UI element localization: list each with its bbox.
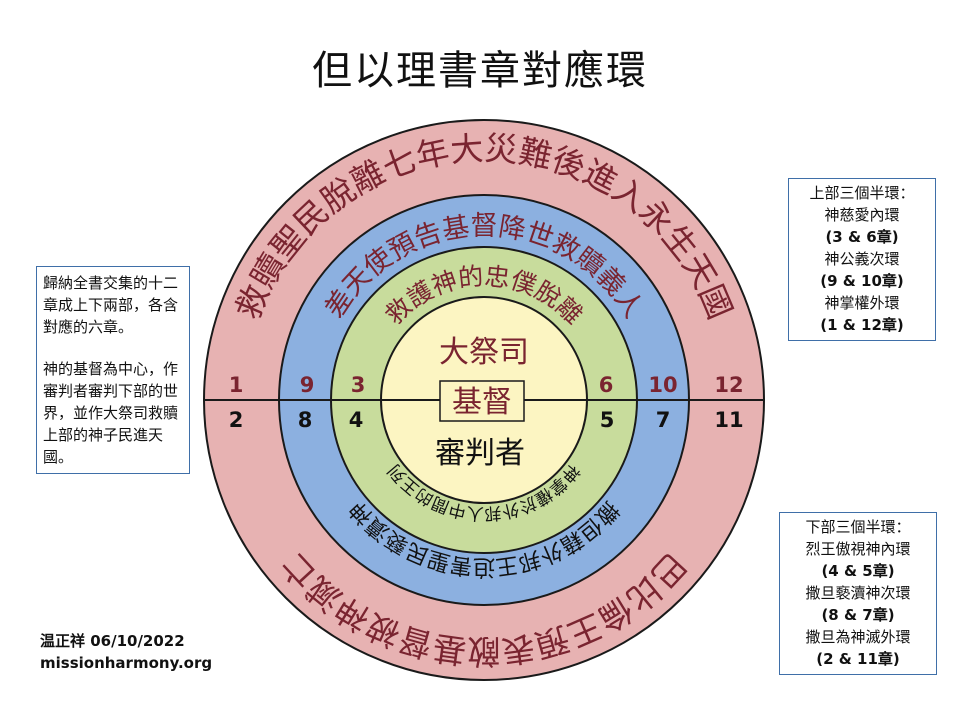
- upper-inner-ring-chapters: (3 & 6章): [825, 228, 899, 246]
- center-label-box: [439, 380, 525, 422]
- lower-outer-ring-chapters: (2 & 11章): [816, 650, 900, 668]
- author-name-date: 温正祥 06/10/2022: [40, 632, 185, 650]
- chapter-top-2: 9: [300, 373, 315, 397]
- center-top-text: 大祭司: [439, 335, 529, 370]
- lower-inner-ring-chapters: (4 & 5章): [821, 562, 895, 580]
- chapter-top-4: 6: [599, 373, 614, 397]
- page-title: 但以理書章對應環: [312, 48, 648, 94]
- upper-inner-ring-label: 神慈愛內環: [824, 206, 900, 224]
- summary-paragraph-1: 歸納全書交集的十二章成上下兩部，各含對應的六章。: [43, 274, 179, 336]
- upper-rings-box: 上部三個半環： 神慈愛內環 (3 & 6章) 神公義次環 (9 & 10章) 神…: [788, 178, 936, 341]
- lower-rings-header: 下部三個半環：: [805, 518, 911, 536]
- lower-middle-ring-chapters: (8 & 7章): [821, 606, 895, 624]
- summary-paragraph-2: 神的基督為中心，作審判者審判下部的世界，並作大祭司救贖上部的神子民進天國。: [43, 360, 179, 466]
- chapter-bottom-4: 5: [600, 408, 615, 432]
- chapter-top-6: 12: [714, 373, 743, 397]
- author-website: missionharmony.org: [40, 654, 213, 672]
- chapter-top-1: 1: [229, 373, 244, 397]
- lower-rings-box: 下部三個半環： 烈王傲視神內環 (4 & 5章) 撒旦褻瀆神次環 (8 & 7章…: [779, 512, 937, 675]
- chapter-bottom-1: 2: [229, 408, 244, 432]
- chapter-top-5: 10: [648, 373, 677, 397]
- author-credit: 温正祥 06/10/2022 missionharmony.org: [40, 630, 212, 674]
- chapter-top-3: 3: [351, 373, 366, 397]
- chapter-bottom-6: 11: [714, 408, 743, 432]
- lower-middle-ring-label: 撒旦褻瀆神次環: [805, 584, 911, 602]
- upper-outer-ring-label: 神掌權外環: [824, 294, 900, 312]
- center-bottom-text: 審判者: [435, 436, 525, 471]
- chapter-bottom-5: 7: [656, 408, 671, 432]
- upper-middle-ring-label: 神公義次環: [824, 250, 900, 268]
- summary-note-box: 歸納全書交集的十二章成上下兩部，各含對應的六章。 神的基督為中心，作審判者審判下…: [36, 266, 190, 474]
- lower-inner-ring-label: 烈王傲視神內環: [805, 540, 911, 558]
- chapter-bottom-2: 8: [298, 408, 313, 432]
- chapter-bottom-3: 4: [349, 408, 364, 432]
- upper-middle-ring-chapters: (9 & 10章): [820, 272, 904, 290]
- upper-rings-header: 上部三個半環：: [809, 184, 915, 202]
- lower-outer-ring-label: 撒旦為神滅外環: [805, 628, 911, 646]
- upper-outer-ring-chapters: (1 & 12章): [820, 316, 904, 334]
- center-label: 基督: [452, 385, 512, 420]
